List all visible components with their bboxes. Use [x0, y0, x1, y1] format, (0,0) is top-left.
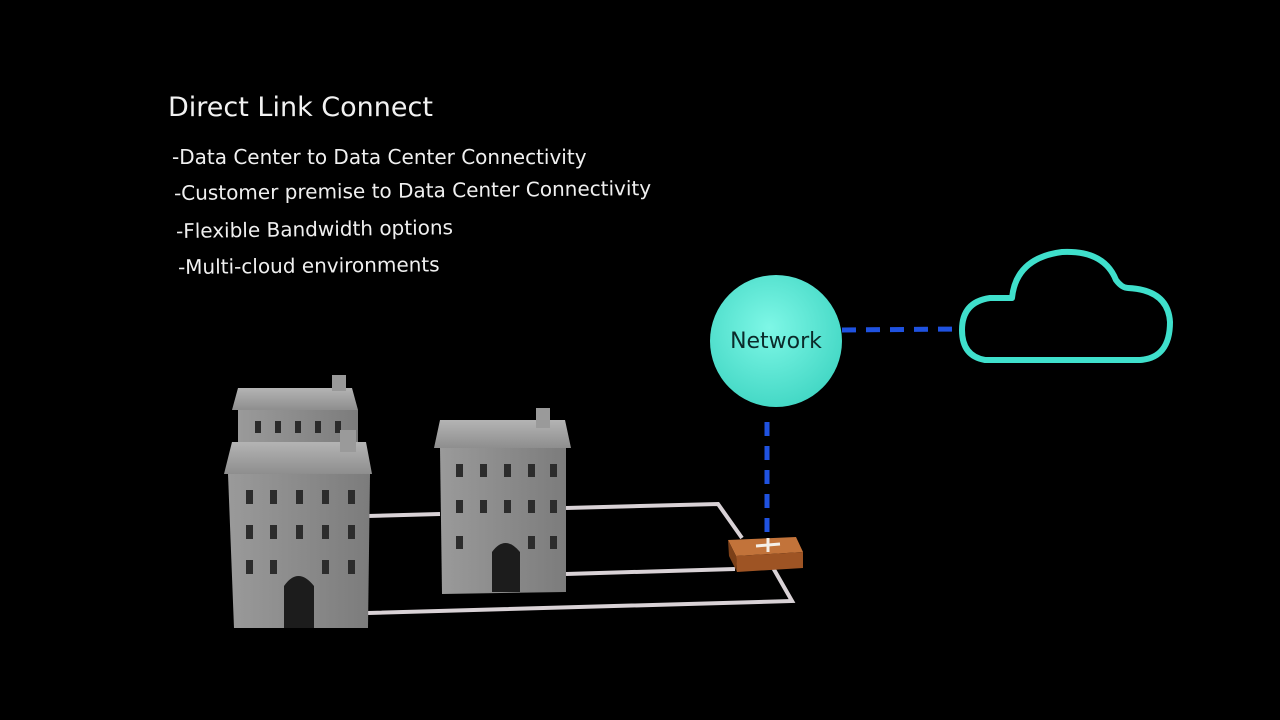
cable-top-right	[565, 501, 744, 540]
cable-links	[367, 501, 796, 615]
data-center-building-icon	[232, 375, 358, 444]
dashed-link-network-cloud	[841, 326, 961, 333]
dashed-links	[764, 326, 961, 545]
router-icon	[728, 537, 803, 572]
diagram-title: Direct Link Connect	[168, 92, 433, 123]
data-center-building-icon	[224, 430, 372, 628]
cloud-icon	[959, 248, 1173, 363]
data-center-building-icon	[434, 408, 571, 594]
cable-middle	[565, 567, 736, 576]
network-label: Network	[730, 329, 822, 354]
cable-top	[367, 512, 441, 518]
cable-bottom	[367, 565, 796, 615]
feature-item-dc-to-dc: -Data Center to Data Center Connectivity	[172, 145, 587, 169]
network-node: Network	[710, 275, 842, 407]
